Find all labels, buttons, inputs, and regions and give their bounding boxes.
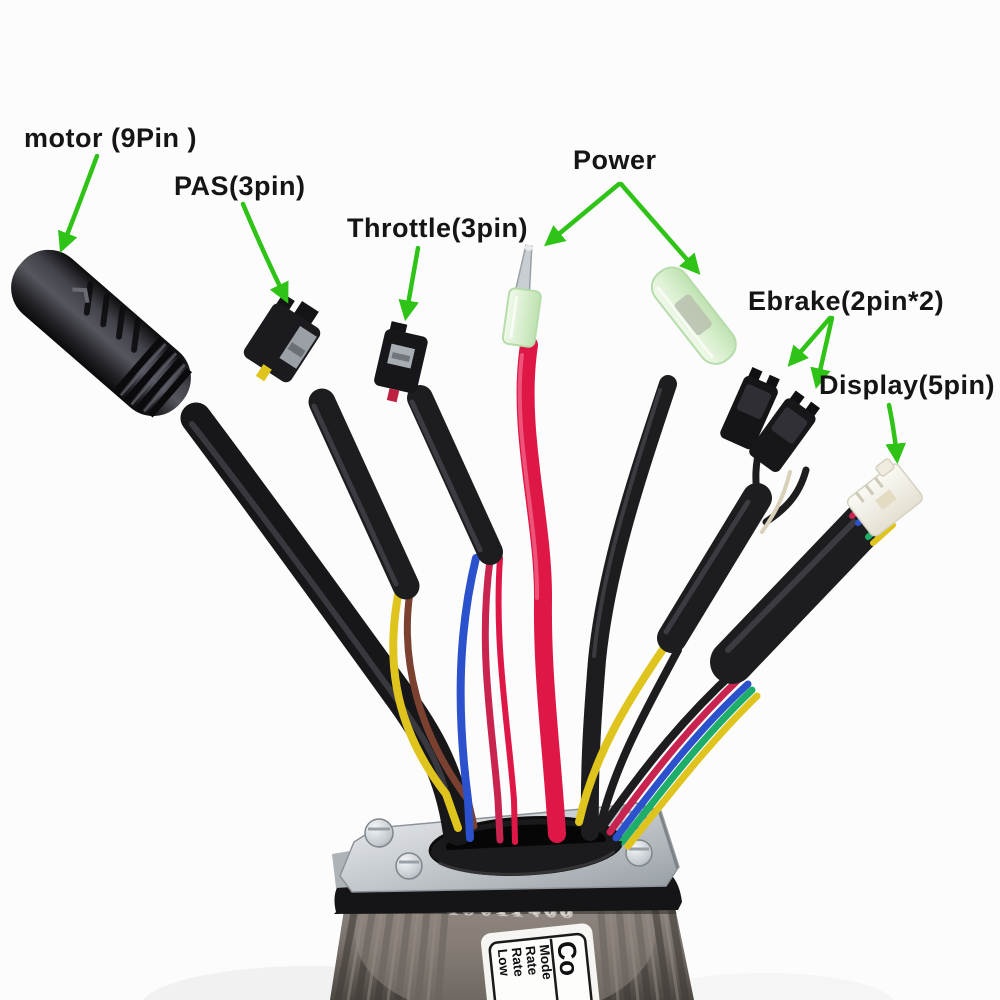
ebrake-arrow-right <box>810 315 835 390</box>
screw <box>395 852 423 880</box>
ebrake-label: Ebrake(2pin*2) <box>748 286 944 316</box>
screw <box>625 839 653 867</box>
pas-wire-brown <box>403 588 478 830</box>
display-wire-black <box>599 666 740 830</box>
ebrake-shrink-tube <box>657 483 772 653</box>
throttle-label: Throttle(3pin) <box>347 213 528 243</box>
ebrake-connectors <box>575 366 820 832</box>
sticker-line-3: Rate <box>509 947 527 978</box>
pas-plug <box>243 293 321 383</box>
controller-box: 19011468 19011468 Co Mode Rate Rate Low <box>330 802 694 1000</box>
ebrake-wire-black <box>596 646 682 832</box>
motor-label: motor (9Pin ) <box>24 123 197 153</box>
power-wires <box>501 244 737 843</box>
alignment-arrow-mark <box>72 287 90 304</box>
annotations: motor (9Pin ) PAS(3pin) Throttle(3pin) P… <box>24 123 995 465</box>
pas-connector <box>243 293 478 832</box>
power-label: Power <box>573 145 657 175</box>
motor-arrow <box>58 153 100 253</box>
pas-shrink-tube <box>308 388 420 600</box>
ebrake-wire-yellow <box>575 638 672 826</box>
throttle-wire-red-2 <box>495 555 518 845</box>
ebrake-plug-2 <box>749 390 820 472</box>
throttle-arrow <box>398 245 421 322</box>
motor-connector-barrel <box>11 249 191 417</box>
display-shrink-tube <box>710 502 886 684</box>
ebrake-arrow-left <box>787 315 833 367</box>
power-wire-red <box>516 336 566 843</box>
power-arrow-right <box>618 181 701 275</box>
throttle-wire-red <box>481 556 504 844</box>
sticker-line-2: Rate <box>523 945 541 976</box>
power-black-terminal <box>650 266 737 365</box>
ebrake-plug-1 <box>720 366 780 450</box>
display-label: Display(5pin) <box>819 370 995 400</box>
throttle-wire-blue <box>456 554 480 842</box>
power-red-terminal <box>501 244 542 348</box>
pas-wire-yellow <box>389 581 462 832</box>
display-wire-green <box>618 686 756 846</box>
sticker-line-4: Low <box>495 948 513 977</box>
motor-connector <box>11 249 474 846</box>
pas-label: PAS(3pin) <box>174 171 306 201</box>
display-wire-blue <box>612 680 752 842</box>
display-connector <box>599 458 923 850</box>
display-wire-red <box>606 672 746 836</box>
spec-sticker: Co Mode Rate Rate Low <box>481 923 600 1000</box>
throttle-connector <box>374 321 518 845</box>
display-wire-yellow <box>624 692 761 850</box>
grommet-front-rim <box>430 840 622 876</box>
ebrake-lead-pale <box>760 470 792 534</box>
power-arrow-left <box>544 181 622 247</box>
throttle-plug <box>374 321 428 403</box>
display-arrow <box>885 402 907 465</box>
sticker-heading: Co <box>551 940 584 978</box>
throttle-shrink-tube <box>407 385 503 565</box>
sticker-line-1: Mode <box>536 944 555 981</box>
screw <box>364 818 394 848</box>
motor-cable <box>180 402 474 846</box>
pas-arrow <box>240 201 289 304</box>
